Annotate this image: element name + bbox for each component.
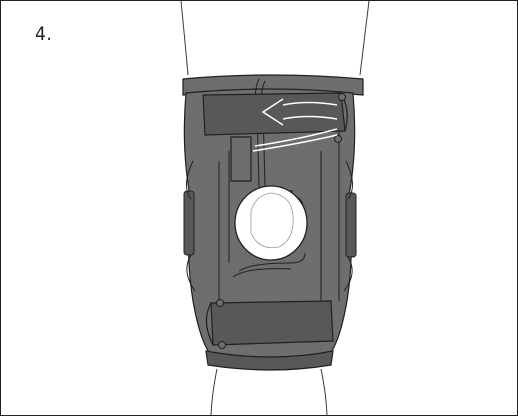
lower-strap [205,300,334,346]
leg-outline [180,1,370,415]
hinge-left [183,160,196,292]
upper-strap [202,92,348,182]
patella-opening [234,185,308,261]
direction-arrow [252,98,338,152]
hinge-right [343,160,357,292]
rivets [216,93,346,349]
step-number: 4. [35,23,53,45]
